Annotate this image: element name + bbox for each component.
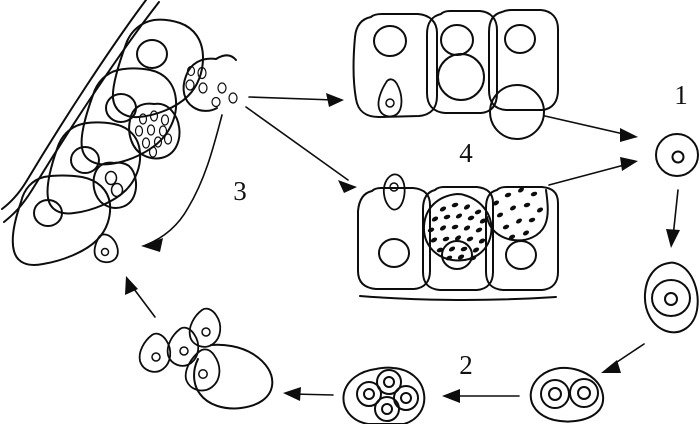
merozoite-burst-4 (184, 348, 221, 392)
arrow-curved-stage-3 (141, 114, 223, 252)
tetranucleate-nucleus-2-ring (376, 369, 402, 395)
stage-1-outline (655, 133, 699, 177)
arrow-merozoites-to-epithelium (125, 276, 156, 318)
nucleus-left-1 (136, 39, 168, 69)
free-merozoite-1 (217, 82, 227, 94)
merozoite-in-vacuole-1c (198, 82, 208, 94)
vacuole-left-1 (182, 57, 218, 112)
tetranucleate-nucleus-4-ring (374, 396, 400, 422)
merozoite-entering-bottom-1 (382, 173, 406, 211)
free-merozoite-3 (211, 96, 221, 108)
merozoites-in-schizont-left-2 (134, 110, 173, 158)
host-cell-top-2 (426, 10, 498, 114)
ruptured-cell-outline (193, 343, 274, 410)
stage-label-3: 3 (233, 176, 247, 206)
arrow-merozoites-to-top-row (248, 93, 344, 107)
basement-membrane-left-inner (1, 0, 147, 210)
arrow-top-row-to-stage-1 (544, 115, 638, 142)
merozoite-burst-3-nucleus (151, 352, 161, 362)
merozoite-burst-3 (138, 332, 172, 373)
host-cell-top-1 (352, 13, 438, 118)
merozoites-dispersing-bottom-3 (492, 187, 544, 240)
tetranucleate-cell (342, 366, 426, 424)
tetranucleate-nucleus-3-ring (393, 385, 419, 411)
schizont-bottom-2 (422, 193, 493, 262)
tetranucleate-nucleus-2-core (383, 376, 395, 388)
arrow-bottom-row-to-stage-1 (548, 157, 638, 186)
merozoite-entering-bottom-1-nucleus (389, 182, 399, 192)
stage-label-4: 4 (459, 138, 473, 168)
nucleus-left-3 (70, 146, 100, 174)
vacuole-left-2 (128, 102, 181, 160)
binucleate-nucleus-1-ring (540, 379, 570, 409)
host-cell-bottom-3 (485, 186, 559, 291)
binucleate-nucleus-2-ring (569, 378, 599, 408)
binucleate-outline (529, 366, 605, 423)
merozoite-burst-4-nucleus (198, 369, 208, 379)
attached-merozoite-left-4 (93, 233, 119, 264)
binucleate-nucleus-1-core (548, 387, 562, 401)
stage-label-2: 2 (459, 350, 473, 380)
arrow-tetranucleate-to-merozoites (283, 387, 334, 401)
host-cell-left-4 (11, 174, 112, 266)
vacuole-left-1-edge (215, 54, 237, 61)
merozoite-burst (138, 307, 274, 410)
epithelium-top-row (352, 9, 559, 140)
uninucleate-inner-ring (651, 279, 691, 317)
vacuole-left-3 (92, 161, 138, 209)
tetranucleate-nucleus-3-core (400, 392, 412, 404)
trophozoite-top-2 (437, 53, 485, 101)
binucleate-cell (529, 366, 605, 423)
merozoite-burst-1-nucleus (201, 327, 211, 337)
uninucleate-oval-cell (643, 261, 699, 334)
nucleus-top-3 (504, 24, 536, 54)
nucleus-left-2 (105, 93, 137, 123)
tetranucleate-nucleus-1-core (363, 388, 375, 400)
ruptured-vacuole-bottom-3 (486, 189, 549, 242)
nucleus-bottom-1 (378, 238, 410, 268)
host-cell-top-3 (488, 9, 559, 111)
nucleus-left-4 (33, 199, 63, 227)
binucleate-nucleus-2-core (577, 386, 591, 400)
tetranucleate-nucleus-1-ring (356, 381, 382, 407)
epithelium-left-diagonal (1, 0, 238, 266)
uninucleate-outline (643, 261, 699, 334)
tetranucleate-outline (342, 366, 426, 424)
uninucleate-nucleus (664, 292, 678, 306)
stage-label-1: 1 (674, 80, 688, 110)
epithelium-bottom-row (357, 173, 559, 301)
arrow-binucleate-to-tetranucleate (442, 389, 520, 403)
merozoite-burst-2-nucleus (179, 346, 189, 356)
dividing-parasite-lobe-a (104, 170, 118, 186)
tetranucleate-nucleus-4-core (381, 403, 393, 415)
stage-1-round-cell (655, 133, 699, 177)
nucleus-top-2 (440, 24, 474, 56)
attached-merozoite-nucleus (100, 247, 110, 257)
stage-1-nucleus (671, 150, 685, 164)
merozoite-burst-1 (188, 307, 222, 348)
emerging-stage-top-3 (489, 84, 545, 140)
host-cell-left-1 (111, 18, 204, 119)
basement-membrane-bottom (359, 295, 557, 301)
nucleus-top-1 (373, 25, 407, 57)
merozoite-in-vacuole-1b (197, 66, 207, 80)
merozoite-entering-top-1 (377, 78, 403, 118)
arrow-oval-to-binucleate (601, 343, 645, 373)
merozoite-entering-top-1-nucleus (385, 98, 395, 108)
nucleus-bottom-2 (441, 240, 473, 270)
merozoite-burst-2 (166, 326, 200, 367)
dividing-parasite-lobe-b (110, 182, 124, 198)
arrow-stage-1-down (666, 189, 680, 248)
host-cell-left-2 (80, 67, 178, 166)
merozoite-in-vacuole-1a (185, 79, 195, 91)
arrow-merozoites-to-bottom-row (245, 106, 357, 193)
free-merozoite-2 (228, 92, 238, 104)
host-cell-left-3 (46, 121, 142, 215)
nucleus-bottom-3 (505, 240, 537, 270)
merozoite-in-vacuole-1d (186, 65, 196, 77)
